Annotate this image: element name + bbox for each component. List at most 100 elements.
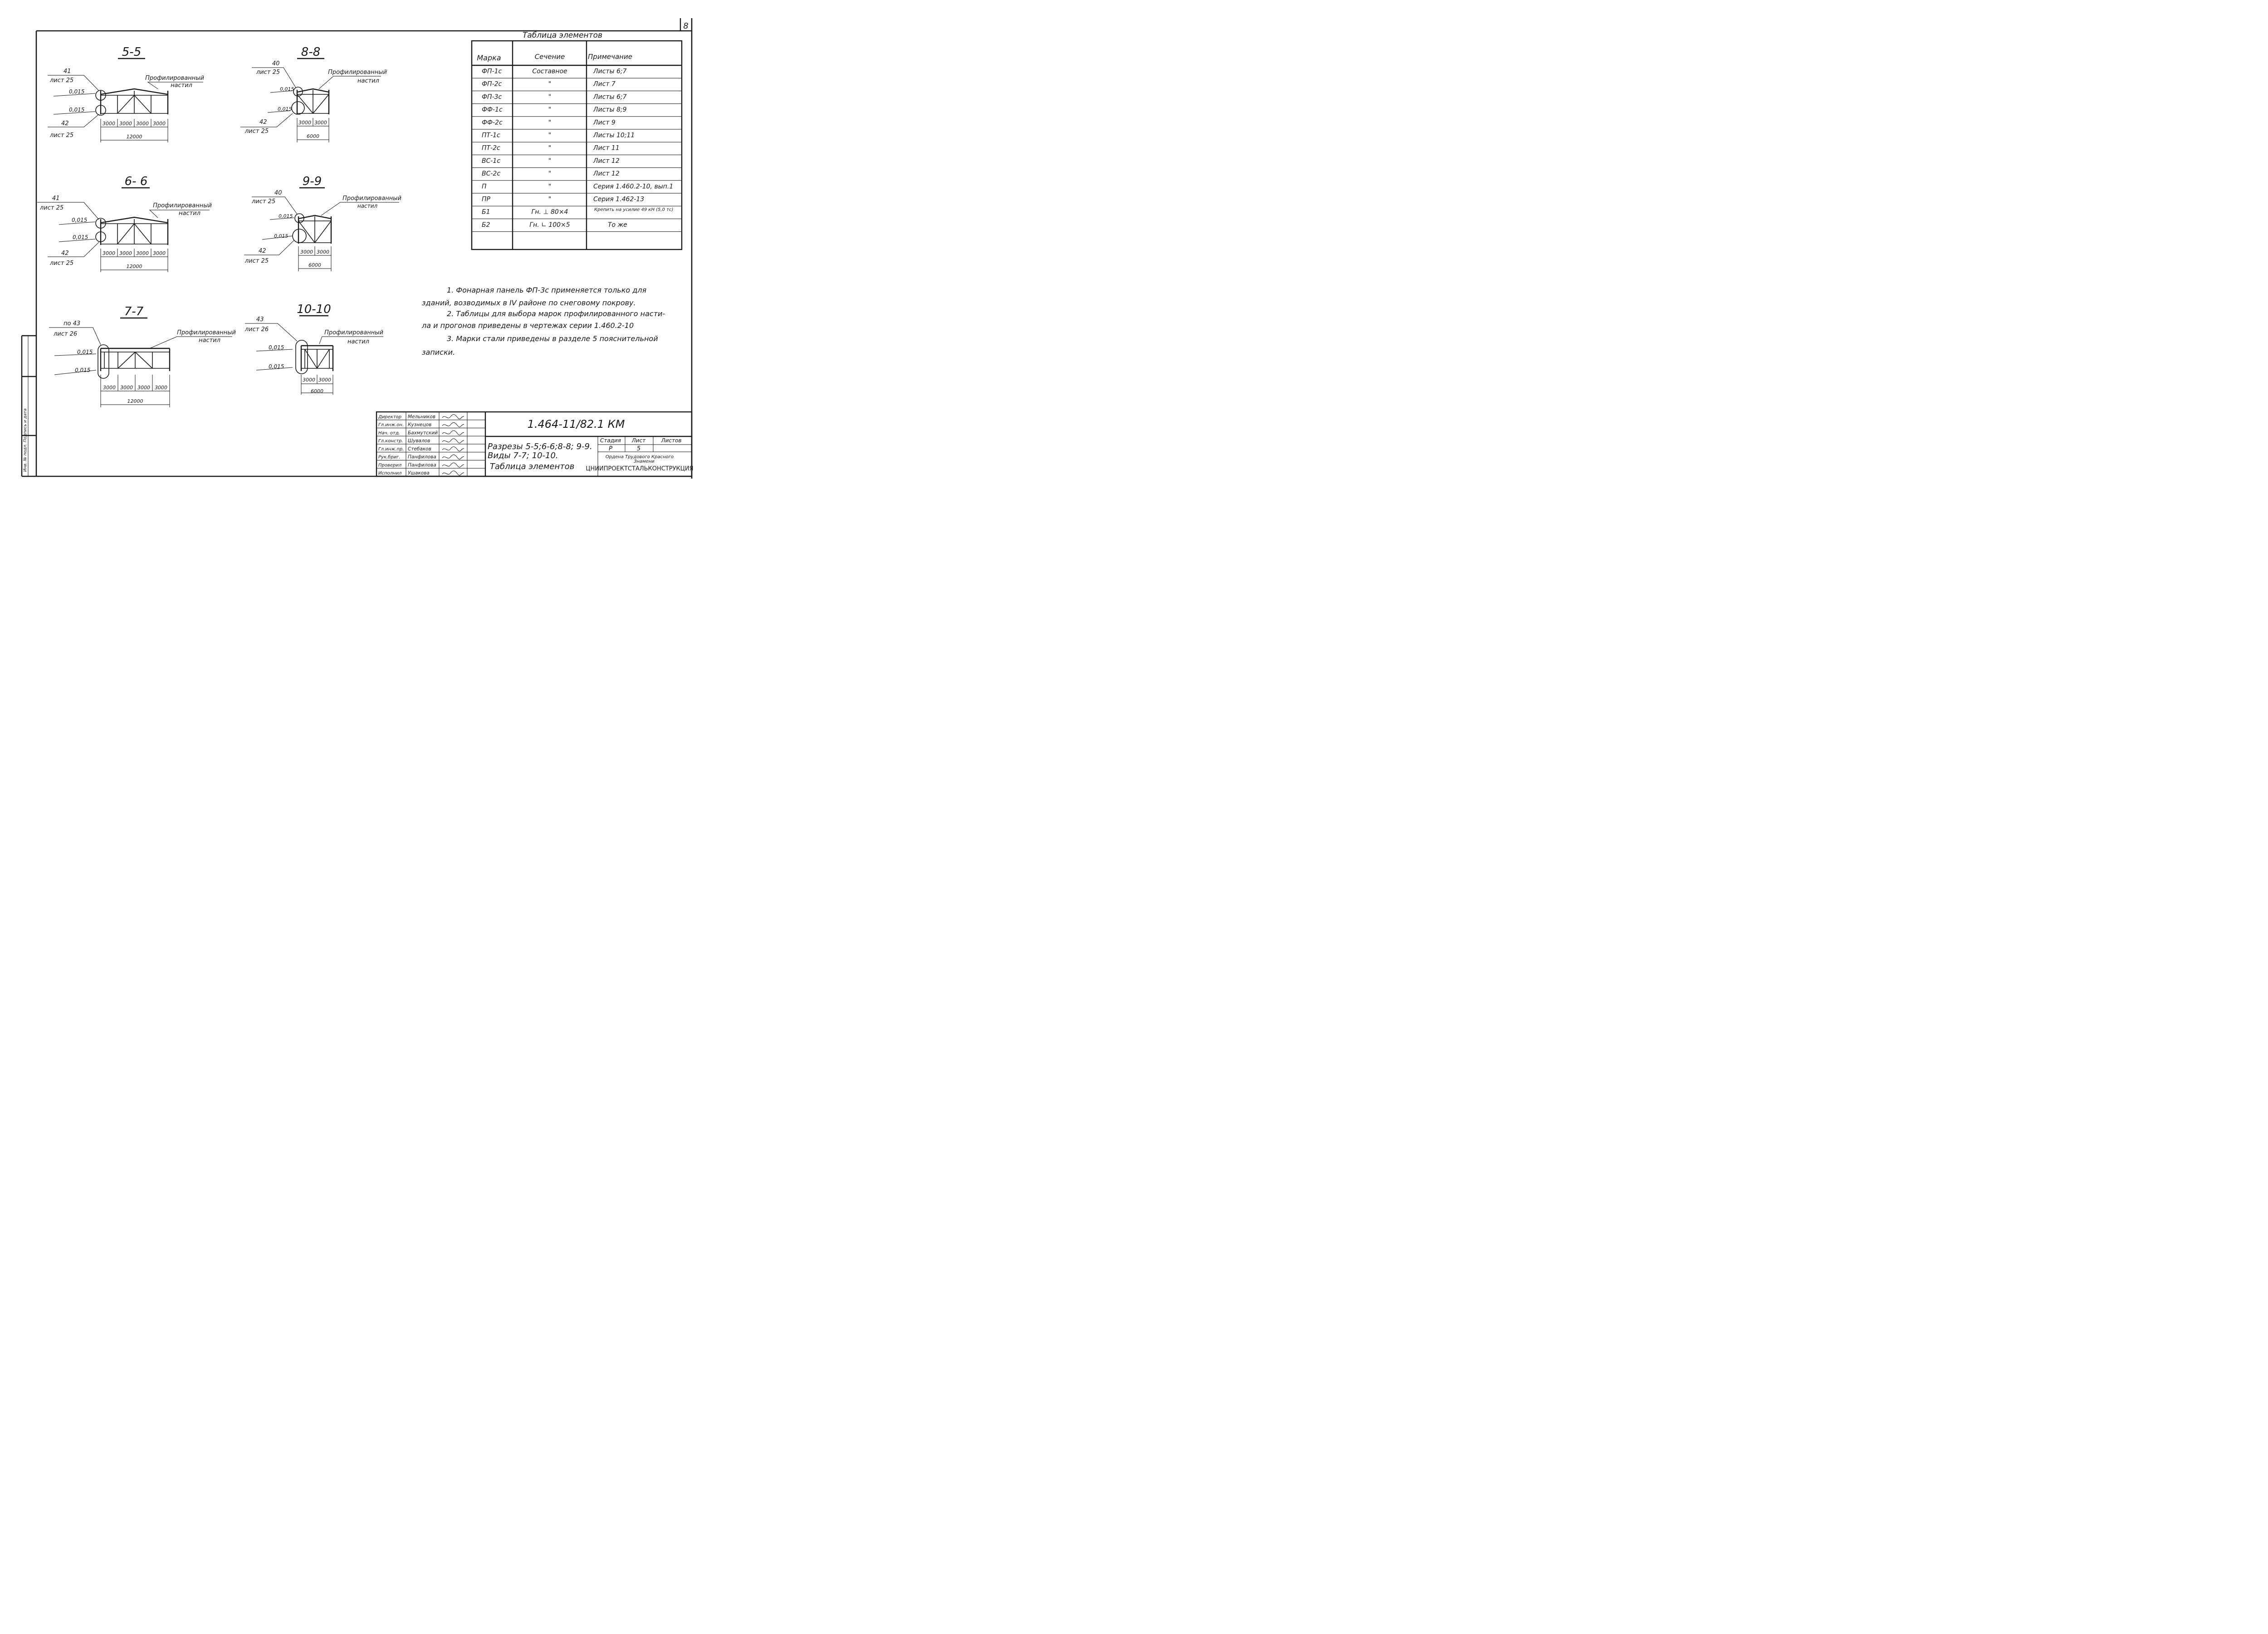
- sheet-label: Лист: [631, 437, 646, 444]
- callout-sheet: лист 26: [244, 326, 269, 333]
- side-stamp: Инв. № подл. Подпись и дата: [21, 335, 36, 476]
- callout-sheet: лист 25: [49, 77, 73, 84]
- table-cell-mark: Б2: [482, 221, 490, 229]
- note-line: 2. Таблицы для выбора марок профилирован…: [447, 309, 665, 318]
- section-9-9: 9-9 3000 3000 6000 40 лист 25 42 лист 25…: [244, 175, 401, 271]
- slope: 0,015: [274, 233, 288, 239]
- elements-table: Таблица элементов Марка Сечение Примечан…: [471, 31, 683, 250]
- document-code: 1.464-11/82.1 КМ: [528, 418, 625, 431]
- dim-total: 6000: [307, 133, 319, 139]
- table-cell-section: ": [548, 196, 551, 203]
- table-cell-mark: П: [482, 183, 487, 190]
- sheet-title-line: Таблица элементов: [490, 462, 574, 471]
- section-5-5: 5-5 3000 3000 3000 3000 12000 41 лист 25…: [48, 45, 204, 142]
- table-cell-mark: ВС-2с: [482, 170, 500, 177]
- dim: 3000: [103, 121, 115, 127]
- dim: 3000: [317, 249, 329, 255]
- dim-total: 6000: [308, 262, 321, 268]
- note-line: записки.: [422, 348, 455, 357]
- org-line: Знамени: [634, 459, 655, 464]
- table-cell-note: Лист 12: [593, 170, 620, 177]
- org-name: ЦНИИПРОЕКТСТАЛЬКОНСТРУКЦИЯ: [586, 465, 693, 472]
- slope: 0,015: [278, 106, 292, 112]
- dim: 3000: [103, 385, 116, 391]
- callout-number: 42: [259, 248, 266, 254]
- dim-total: 12000: [127, 134, 142, 140]
- notes: 1. Фонарная панель ФП-3с применяется тол…: [421, 286, 665, 357]
- callout-sheet: лист 25: [49, 260, 73, 267]
- table-title: Таблица элементов: [523, 31, 602, 40]
- table-cell-note: Листы 6;7: [593, 93, 627, 101]
- table-cell-section: ": [548, 93, 551, 101]
- note-line: 3. Марки стали приведены в разделе 5 поя…: [447, 334, 658, 343]
- table-cell-section: Гн. ∟ 100×5: [529, 221, 570, 229]
- table-header: Примечание: [588, 53, 632, 61]
- signature-name: Бахмутский: [408, 430, 438, 435]
- sheet-title-line: Разрезы 5-5;6-6;8-8; 9-9.: [488, 442, 592, 451]
- sheet-value: 5: [637, 445, 640, 452]
- dim-total: 12000: [127, 264, 142, 269]
- slope: 0,015: [77, 349, 93, 355]
- stage-value: Р: [609, 445, 612, 452]
- table-cell-section: Гн. ⊥ 80×4: [532, 209, 568, 216]
- callout-number: 42: [61, 250, 69, 257]
- dim: 3000: [103, 250, 115, 256]
- callout-sheet: лист 25: [256, 69, 280, 76]
- callout-number: 43: [256, 316, 264, 323]
- table-cell-section: ": [548, 157, 551, 165]
- handwritten-signature: [442, 422, 464, 427]
- signature-name: Шувалов: [408, 438, 430, 444]
- deck-label: настил: [171, 82, 192, 89]
- deck-label: настил: [357, 203, 378, 209]
- table-cell-section: ": [548, 132, 551, 139]
- dim-total: 12000: [127, 398, 143, 404]
- slope: 0,015: [269, 363, 284, 370]
- table-cell-section: ": [548, 145, 551, 152]
- callout-number: по 43: [64, 320, 80, 327]
- sheet-title-line: Виды 7-7; 10-10.: [488, 451, 558, 460]
- signature-role: Рук.бриг.: [378, 455, 401, 460]
- deck-label: Профилированный: [153, 202, 212, 209]
- slope: 0,015: [73, 234, 88, 240]
- section-title: 9-9: [303, 175, 322, 188]
- table-header: Марка: [477, 54, 501, 62]
- note-line: зданий, возводимых в IV районе по снегов…: [422, 298, 636, 307]
- handwritten-signature: [442, 414, 464, 419]
- section-6-6: 6- 6 3000 3000 3000 3000 12000 41 лист 2…: [37, 175, 212, 272]
- table-cell-section: Составное: [532, 68, 567, 75]
- callout-number: 42: [61, 120, 69, 127]
- table-cell-mark: Б1: [482, 209, 490, 216]
- signature-name: Панфилова: [408, 462, 436, 468]
- dim: 3000: [119, 250, 132, 256]
- view-10-10: 10-10 3000 3000 6000 43 лист 26 0,015 0,…: [244, 303, 383, 395]
- drawing-canvas: 8 Инв. № подл. Подпись и дата 5-5: [21, 18, 694, 479]
- table-cell-mark: ПТ-1с: [482, 132, 500, 139]
- dim: 3000: [137, 385, 150, 391]
- table-cell-section: ": [548, 119, 551, 126]
- slope: 0,015: [69, 88, 84, 95]
- callout-number: 40: [272, 60, 280, 67]
- slope: 0,015: [72, 217, 87, 223]
- callout-number: 41: [52, 195, 60, 202]
- signature-name: Мельников: [408, 414, 435, 420]
- section-title: 7-7: [124, 305, 144, 318]
- dim: 3000: [119, 121, 132, 127]
- section-title: 10-10: [297, 303, 331, 316]
- signature-role: Гл.инж.пр.: [378, 447, 404, 452]
- table-cell-note: Листы 10;11: [593, 132, 635, 139]
- dim: 3000: [300, 249, 313, 255]
- side-stamp-label: Инв. № подл. Подпись и дата: [23, 409, 28, 472]
- table-cell-note: Листы 6;7: [593, 68, 627, 75]
- handwritten-signature: [442, 455, 464, 460]
- table-cell-section: ": [548, 106, 551, 113]
- deck-label: настил: [179, 210, 200, 217]
- callout-sheet: лист 26: [53, 331, 77, 338]
- deck-label: настил: [357, 78, 379, 84]
- table-cell-mark: ФФ-2с: [482, 119, 503, 126]
- deck-label: настил: [347, 338, 369, 345]
- handwritten-signature: [442, 438, 464, 444]
- table-cell-mark: ФП-1с: [482, 68, 502, 75]
